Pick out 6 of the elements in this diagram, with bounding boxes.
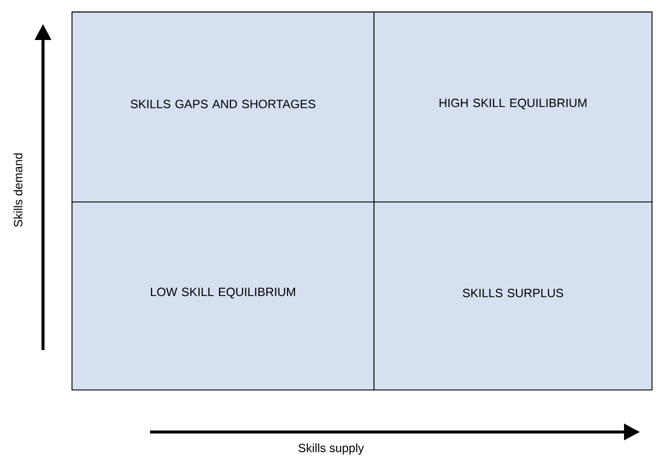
axis-label: Skills demand — [14, 153, 22, 227]
quadrant-box: LOW SKILL EQUILIBRIUM — [72, 202, 374, 390]
quadrant-box: SKILLS SURPLUS — [374, 202, 652, 390]
quadrant-box: HIGH SKILL EQUILIBRIUM — [374, 12, 652, 202]
axis-label: Skills supply — [298, 443, 364, 455]
quadrant-box: SKILLS GAPS AND SHORTAGES — [72, 12, 374, 202]
